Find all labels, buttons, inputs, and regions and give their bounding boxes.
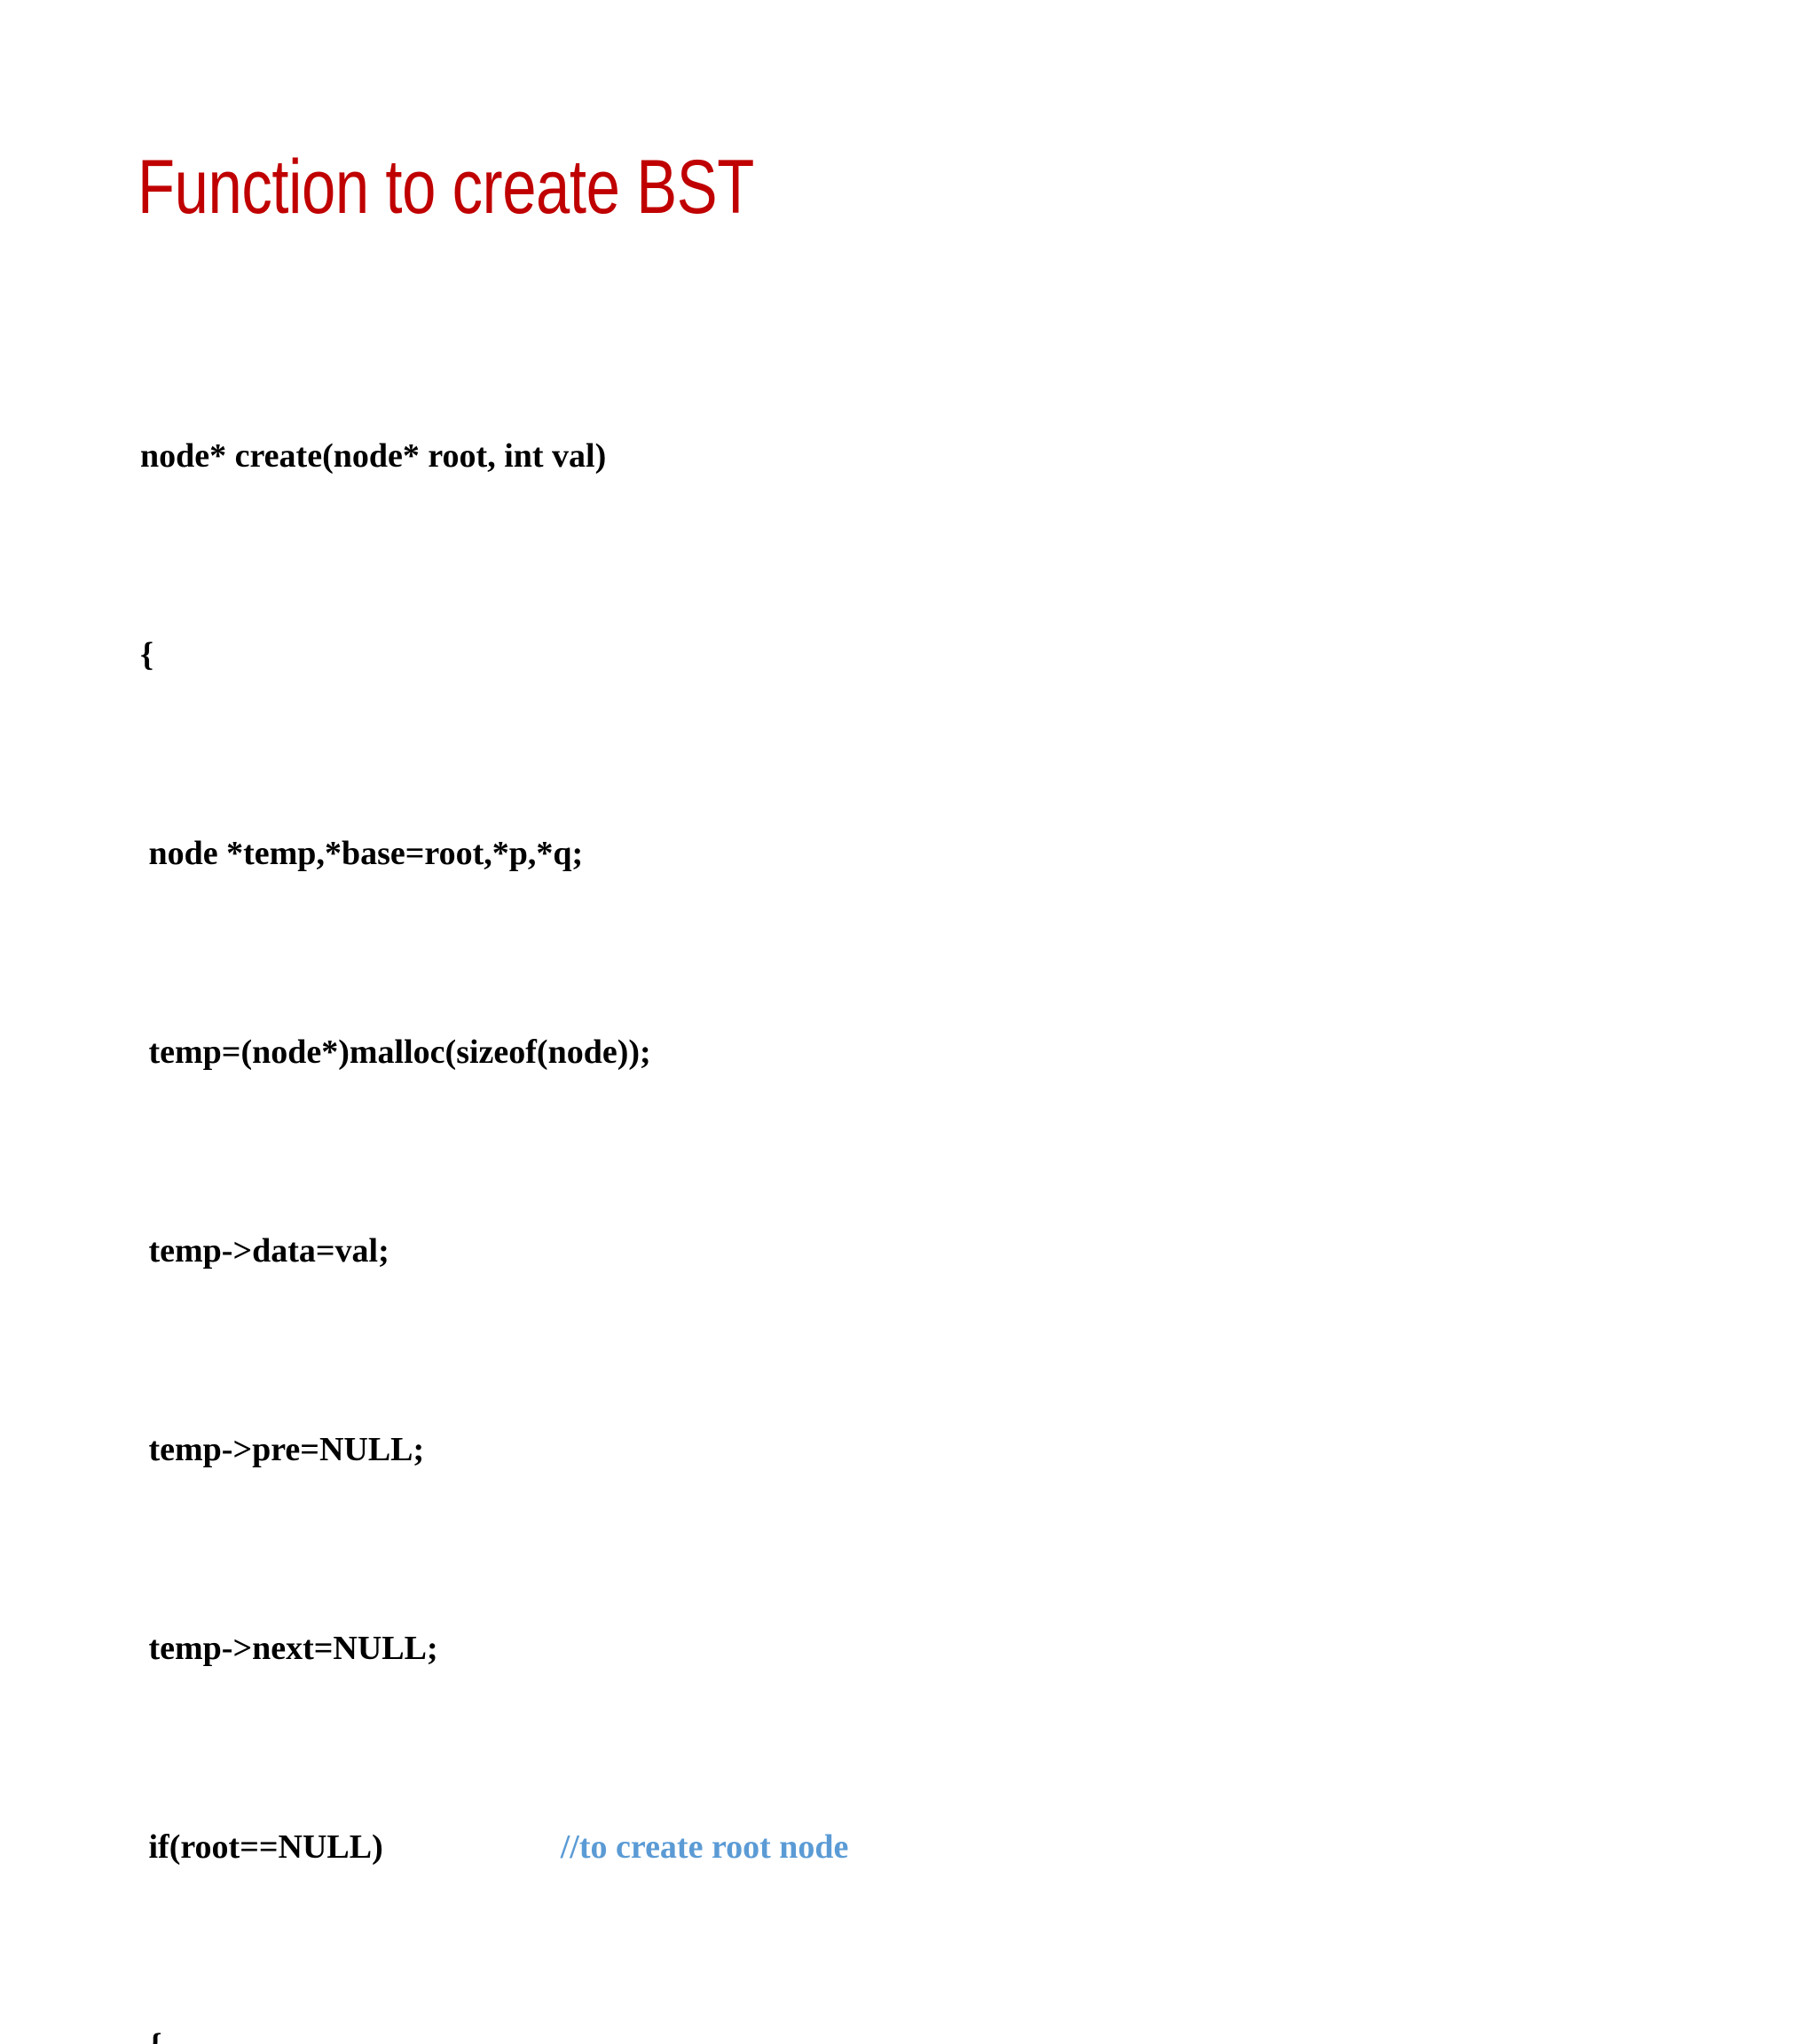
code-line: temp->data=val;: [140, 1226, 1471, 1276]
code-comment: //to create root node: [560, 1828, 849, 1866]
code-line-text: temp->pre=NULL;: [140, 1431, 425, 1468]
code-line-text: node *temp,*base=root,*p,*q;: [140, 835, 584, 872]
code-line-text: {: [140, 636, 153, 673]
code-line-text: {: [140, 2027, 162, 2044]
code-line-text: temp->data=val;: [140, 1232, 389, 1270]
page-title: Function to create BST: [138, 144, 754, 230]
code-line-if: if(root==NULL) //to create root node: [140, 1822, 1471, 1872]
code-line-text: temp->next=NULL;: [140, 1630, 438, 1667]
code-line-text: temp=(node*)malloc(sizeof(node));: [140, 1034, 651, 1071]
code-line: node* create(node* root, int val): [140, 431, 1471, 481]
code-line: {: [140, 630, 1471, 680]
code-line: node *temp,*base=root,*p,*q;: [140, 829, 1471, 878]
code-block: node* create(node* root, int val) { node…: [140, 282, 1471, 2044]
code-line-text: if(root==NULL): [140, 1828, 383, 1866]
code-line: temp=(node*)malloc(sizeof(node));: [140, 1027, 1471, 1077]
code-line-text: node* create(node* root, int val): [140, 437, 607, 475]
code-line: temp->pre=NULL;: [140, 1425, 1471, 1474]
slide-canvas: Function to create BST node* create(node…: [138, 144, 849, 2044]
code-line: {: [140, 2021, 1471, 2044]
code-line: temp->next=NULL;: [140, 1623, 1471, 1673]
